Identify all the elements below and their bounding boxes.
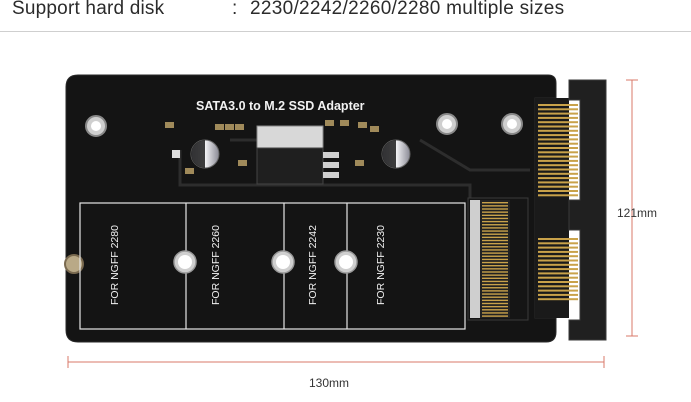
sata-pin — [538, 104, 578, 106]
m2-pin — [482, 280, 508, 283]
sata-pin — [538, 259, 578, 262]
sata-pin — [538, 238, 578, 240]
height-dimension — [626, 79, 638, 337]
m2-pin — [482, 290, 508, 292]
slot-label-2280: FOR NGFF 2280 — [109, 225, 121, 305]
board-title: SATA3.0 to M.2 SSD Adapter — [196, 99, 365, 113]
smd-components — [165, 120, 379, 174]
sata-pin — [538, 134, 578, 137]
sata-pin — [538, 281, 578, 283]
sata-pin — [538, 121, 578, 124]
width-dimension-label: 130mm — [309, 376, 350, 390]
sata-pin — [538, 263, 578, 266]
slot-label-2230: FOR NGFF 2230 — [375, 225, 387, 305]
height-dimension-label: 121mm — [617, 206, 658, 220]
sata-pin — [538, 168, 578, 171]
m2-pin — [482, 239, 508, 242]
slot-holes — [173, 250, 358, 274]
sata-pin — [538, 112, 578, 115]
m2-pin — [482, 246, 508, 248]
sata-pin — [538, 298, 578, 301]
m2-pin — [482, 265, 508, 267]
voltage-regulator — [256, 125, 339, 185]
sata-pin — [538, 293, 578, 296]
m2-pin — [482, 277, 508, 279]
capacitor-left — [190, 139, 220, 169]
sata-pin — [538, 276, 578, 279]
m2-pin — [482, 283, 508, 286]
m2-pin — [482, 205, 508, 207]
sata-pin — [538, 155, 578, 158]
m2-pin — [482, 312, 508, 314]
sata-pin — [538, 108, 578, 111]
sata-pin — [538, 151, 578, 154]
spec-label: Support hard disk — [12, 0, 165, 19]
sata-connector — [535, 79, 607, 341]
capacitor-right — [381, 139, 411, 169]
sata-pin — [538, 194, 578, 197]
m2-pin — [482, 305, 508, 308]
sata-pin — [538, 246, 578, 249]
sata-connector-pins — [538, 104, 578, 301]
sata-pin — [538, 172, 578, 175]
slot-label-2242: FOR NGFF 2242 — [307, 225, 319, 305]
sata-pin — [538, 147, 578, 149]
m2-pin — [482, 202, 508, 204]
m2-pin — [482, 214, 508, 216]
m2-pin — [482, 309, 508, 311]
spec-separator: : — [232, 0, 238, 19]
sata-pin — [538, 125, 578, 128]
sata-pin — [538, 289, 578, 292]
m2-pin — [482, 287, 508, 289]
sata-pin — [538, 159, 578, 162]
sata-pin — [538, 181, 578, 184]
m2-pin — [482, 271, 508, 273]
sata-pin — [538, 177, 578, 180]
m2-pin — [482, 296, 508, 298]
mounting-holes — [64, 113, 523, 274]
m2-pin — [482, 242, 508, 245]
m2-pin — [482, 258, 508, 261]
m2-pin — [482, 255, 508, 257]
sata-pin — [538, 116, 578, 119]
sata-pin — [538, 242, 578, 245]
m2-pin — [482, 230, 508, 232]
sata-pin — [538, 164, 578, 167]
m2-pin — [482, 236, 508, 239]
spec-header: Support hard disk : 2230/2242/2260/2280 … — [0, 0, 691, 32]
sata-pin — [538, 268, 578, 271]
m2-pin — [482, 224, 508, 226]
m2-pin — [482, 227, 508, 229]
m2-pin — [482, 302, 508, 305]
spec-value: 2230/2242/2260/2280 multiple sizes — [250, 0, 565, 19]
m2-pin — [482, 217, 508, 220]
header-divider — [0, 31, 691, 32]
m2-pin — [482, 274, 508, 276]
sata-pin — [538, 250, 578, 253]
m2-pin — [482, 208, 508, 210]
sata-pin — [538, 129, 578, 132]
sata-pin — [538, 185, 578, 188]
m2-pin — [482, 249, 508, 251]
sata-pin — [538, 190, 578, 192]
m2-pin — [482, 299, 508, 302]
m2-pin — [482, 252, 508, 254]
m2-pin — [482, 268, 508, 270]
m2-pin — [482, 315, 508, 317]
pcb-board — [65, 74, 557, 343]
sata-pin — [538, 138, 578, 141]
m2-pin — [482, 293, 508, 295]
m2-pin — [482, 220, 508, 223]
m2-pin — [482, 261, 508, 264]
sata-pin — [538, 142, 578, 145]
sata-pin — [538, 255, 578, 258]
width-dimension — [67, 356, 605, 368]
m2-connector-pins — [482, 202, 508, 317]
m2-pin — [482, 211, 508, 213]
sata-pin — [538, 285, 578, 288]
sata-pin — [538, 272, 578, 275]
m2-pin — [482, 233, 508, 235]
slot-label-2260: FOR NGFF 2260 — [210, 225, 222, 305]
